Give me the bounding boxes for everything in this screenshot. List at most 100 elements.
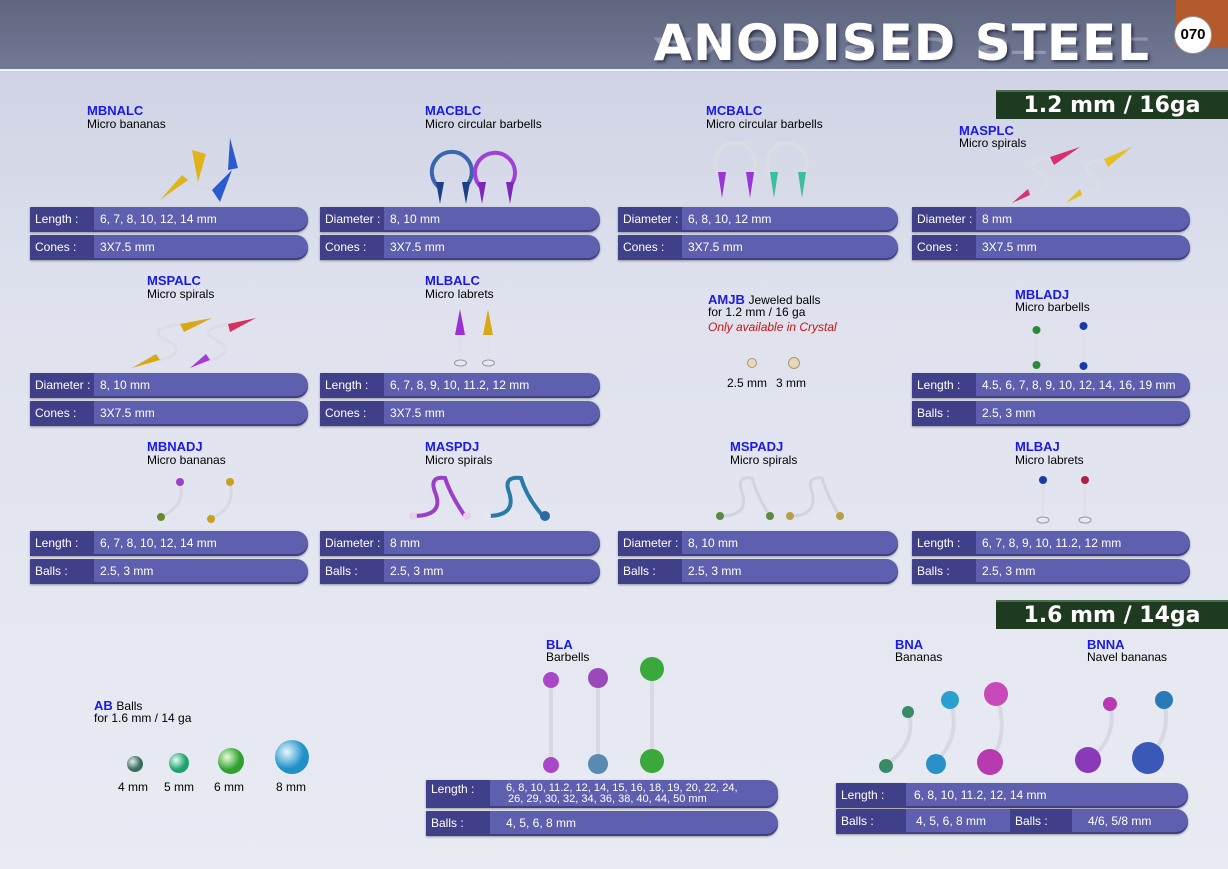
spec-label: Balls : [618, 559, 682, 584]
product-inline-description: Jeweled balls [748, 293, 821, 307]
product-description: Barbells [546, 650, 590, 664]
spec-row: Balls : 4, 5, 6, 8 mm [426, 811, 778, 836]
product-description: Micro circular barbells [425, 117, 542, 131]
header-divider [0, 69, 1228, 71]
spec-row: Length : 6, 7, 8, 9, 10, 11.2, 12 mm [912, 531, 1190, 556]
spec-label: Balls : [1010, 809, 1072, 834]
spec-value: 4, 5, 6, 8 mm [916, 814, 987, 828]
section-gauge-12: 1.2 mm / 16ga [996, 90, 1228, 119]
spec-row: Length : 6, 8, 10, 11.2, 12, 14, 15, 16,… [426, 780, 778, 808]
product-description: for 1.2 mm / 16 ga [708, 305, 806, 319]
spec-label: Length : [30, 207, 94, 232]
spec-label: Length : [426, 780, 490, 808]
micro-banana-image [160, 138, 238, 202]
spec-label: Cones : [618, 235, 682, 260]
product-inline-description: Balls [116, 699, 143, 713]
ball-size-label: 5 mm [164, 780, 194, 794]
product-code: AMJB Jeweled balls [708, 292, 821, 308]
product-code: BLA [546, 637, 573, 652]
micro-banana-image [157, 478, 234, 523]
spec-value: 6, 7, 8, 10, 12, 14 mm [100, 536, 217, 550]
banana-image [879, 682, 1008, 775]
micro-circular-barbell-image [713, 140, 809, 198]
availability-note: Only available in Crystal [708, 320, 837, 334]
product-code: MSPALC [147, 273, 201, 288]
spec-value: 6, 8, 10, 12 mm [688, 212, 772, 226]
spec-row: Diameter : 8, 10 mm [30, 373, 308, 398]
spec-label: Diameter : [912, 207, 976, 232]
product-description: for 1.6 mm / 14 ga [94, 711, 192, 725]
spec-row: Balls : 2.5, 3 mm [912, 401, 1190, 426]
spec-label: Cones : [912, 235, 976, 260]
page-title: ANODISED STEEL [653, 14, 1150, 72]
product-description: Micro bananas [87, 117, 166, 131]
product-description: Micro spirals [730, 453, 798, 467]
spec-row: Balls : 4, 5, 6, 8 mm Balls : 4/6, 5/8 m… [836, 809, 1188, 834]
header-band [0, 0, 1228, 70]
spec-value: 2.5, 3 mm [100, 564, 154, 578]
page-number: 070 [1174, 16, 1212, 54]
spec-value: 2.5, 3 mm [982, 406, 1036, 420]
spec-label: Balls : [30, 559, 94, 584]
product-code: AB Balls [94, 698, 143, 714]
spec-row: Diameter : 8 mm [912, 207, 1190, 232]
spec-value-line1: 6, 8, 10, 11.2, 12, 14, 15, 16, 18, 19, … [506, 782, 738, 794]
spec-value: 8 mm [982, 212, 1012, 226]
spec-value: 4.5, 6, 7, 8, 9, 10, 12, 14, 16, 19 mm [982, 378, 1176, 392]
ball-size-label: 6 mm [214, 780, 244, 794]
product-code: MASPLC [959, 123, 1014, 138]
product-description: Micro circular barbells [706, 117, 823, 131]
spec-row: Length : 6, 7, 8, 10, 12, 14 mm [30, 207, 308, 232]
jeweled-balls-image [747, 357, 800, 369]
spec-row: Length : 6, 7, 8, 9, 10, 11.2, 12 mm [320, 373, 600, 398]
spec-label: Cones : [320, 401, 384, 426]
spec-label: Length : [912, 373, 976, 398]
product-code: MCBALC [706, 103, 763, 118]
spec-value: 3X7.5 mm [390, 240, 445, 254]
product-description: Bananas [895, 650, 943, 664]
spec-value: 3X7.5 mm [688, 240, 743, 254]
spec-value: 3X7.5 mm [390, 406, 445, 420]
spec-value: 4, 5, 6, 8 mm [506, 816, 577, 830]
navel-banana-image [1075, 691, 1173, 774]
product-code: MLBAJ [1015, 439, 1060, 454]
spec-value: 3X7.5 mm [100, 240, 155, 254]
spec-value-line2: 26, 29, 30, 32, 34, 36, 38, 40, 44, 50 m… [508, 793, 707, 805]
barbell-image [543, 657, 664, 774]
product-description: Micro spirals [959, 136, 1027, 150]
spec-value: 4/6, 5/8 mm [1088, 814, 1152, 828]
spec-value: 2.5, 3 mm [982, 564, 1036, 578]
micro-spiral-image [1012, 147, 1132, 203]
spec-row: Balls : 2.5, 3 mm [618, 559, 898, 584]
product-code: MBNADJ [147, 439, 203, 454]
spec-row: Diameter : 8 mm [320, 531, 600, 556]
spec-label: Diameter : [30, 373, 94, 398]
spec-row: Diameter : 8, 10 mm [618, 531, 898, 556]
spec-label: Cones : [30, 235, 94, 260]
ball-size-label: 4 mm [118, 780, 148, 794]
spec-row: Diameter : 6, 8, 10, 12 mm [618, 207, 898, 232]
spec-label: Balls : [320, 559, 384, 584]
spec-row: Diameter : 8, 10 mm [320, 207, 600, 232]
micro-labret-image [454, 309, 495, 367]
spec-label: Diameter : [320, 531, 384, 556]
spec-row: Balls : 2.5, 3 mm [320, 559, 600, 584]
product-description: Micro bananas [147, 453, 226, 467]
micro-spiral-image [132, 318, 256, 368]
spec-row: Balls : 2.5, 3 mm [912, 559, 1190, 584]
ball-size-label: 3 mm [776, 376, 806, 390]
product-description: Micro labrets [425, 287, 494, 301]
spec-value: 6, 8, 10, 11.2, 12, 14 mm [914, 788, 1047, 802]
spec-label: Balls : [836, 809, 906, 834]
micro-spiral-image [716, 476, 844, 520]
spec-row: Balls : 2.5, 3 mm [30, 559, 308, 584]
spec-label: Length : [912, 531, 976, 556]
micro-spiral-image [409, 475, 550, 521]
product-code: MBLADJ [1015, 287, 1070, 302]
spec-value: 8, 10 mm [100, 378, 151, 392]
spec-row: Length : 6, 8, 10, 11.2, 12, 14 mm [836, 783, 1188, 808]
spec-label: Length : [320, 373, 384, 398]
product-code: MLBALC [425, 273, 480, 288]
spec-row: Cones : 3X7.5 mm [30, 235, 308, 260]
